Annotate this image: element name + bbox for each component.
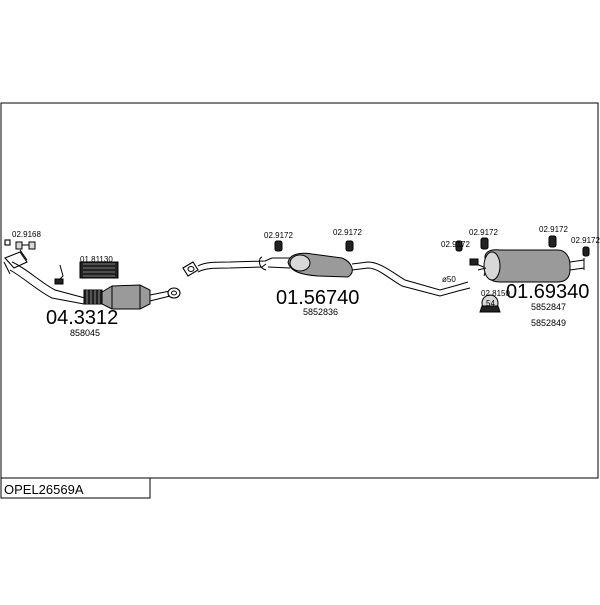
mid-pipe-lower	[197, 263, 267, 273]
diameter-label: ø50	[442, 275, 456, 284]
part-number-middle: 01.56740	[276, 287, 359, 309]
hanger-rubber-a	[274, 240, 283, 252]
catalyst-outlet-pipe	[149, 290, 171, 302]
hanger-rubber-e	[548, 235, 557, 248]
mid-outlet-pipe-upper	[351, 261, 469, 291]
front-pipe-lower	[9, 269, 85, 305]
catalyst-seams	[111, 285, 141, 309]
hanger-rubber-b	[345, 240, 354, 252]
part-number-rear: 01.69340	[506, 281, 589, 303]
oem-number-rear-2: 5852849	[531, 318, 566, 328]
clamp-size-label: 54	[486, 299, 495, 308]
fitting-label-9172-d: 02.9172	[469, 228, 498, 237]
title-box	[0, 477, 151, 499]
fitting-label-9172-e: 02.9172	[539, 225, 568, 234]
part-number-front: 04.3312	[46, 307, 118, 329]
catalytic-converter	[101, 284, 151, 310]
front-pipe-ends	[3, 249, 28, 275]
front-pipe-upper	[11, 261, 86, 299]
silencer-inlet-cap	[289, 254, 311, 272]
fitting-label-9172-a: 02.9172	[264, 231, 293, 240]
fitting-9168-left	[15, 241, 23, 250]
diagram-code: OPEL26569A	[4, 482, 84, 497]
fitting-label-8150: 02.8150	[481, 289, 510, 298]
oem-number-front: 858045	[70, 328, 100, 338]
mid-outlet-pipe-lower	[351, 267, 471, 297]
hanger-rubber-d	[480, 237, 489, 250]
fitting-9168-right	[28, 241, 36, 250]
fitting-label-9168: 02.9168	[12, 230, 41, 239]
mid-pipe-upper	[197, 257, 273, 267]
tail-pipe	[569, 258, 585, 271]
fitting-label-9172-c: 02.9172	[441, 240, 470, 249]
oem-number-middle: 5852836	[303, 307, 338, 317]
small-nut	[4, 239, 11, 246]
mid-hanger-hook	[258, 256, 267, 271]
heat-shield	[79, 261, 119, 279]
fitting-label-9172-f: 02.9172	[571, 236, 600, 245]
middle-silencer-assembly	[182, 240, 471, 297]
manifold-flange	[4, 251, 28, 269]
oem-number-rear-1: 5852847	[531, 302, 566, 312]
fitting-label-9172-b: 02.9172	[333, 228, 362, 237]
hanger-rubber-c	[455, 240, 463, 252]
front-pipe-assembly	[3, 239, 181, 310]
hanger-rubber-f	[582, 246, 590, 257]
fitting-label-81130: 01.81130	[80, 255, 113, 264]
rear-silencer-cap	[483, 251, 501, 281]
rear-silencer-assembly: ø50 54	[442, 235, 590, 313]
